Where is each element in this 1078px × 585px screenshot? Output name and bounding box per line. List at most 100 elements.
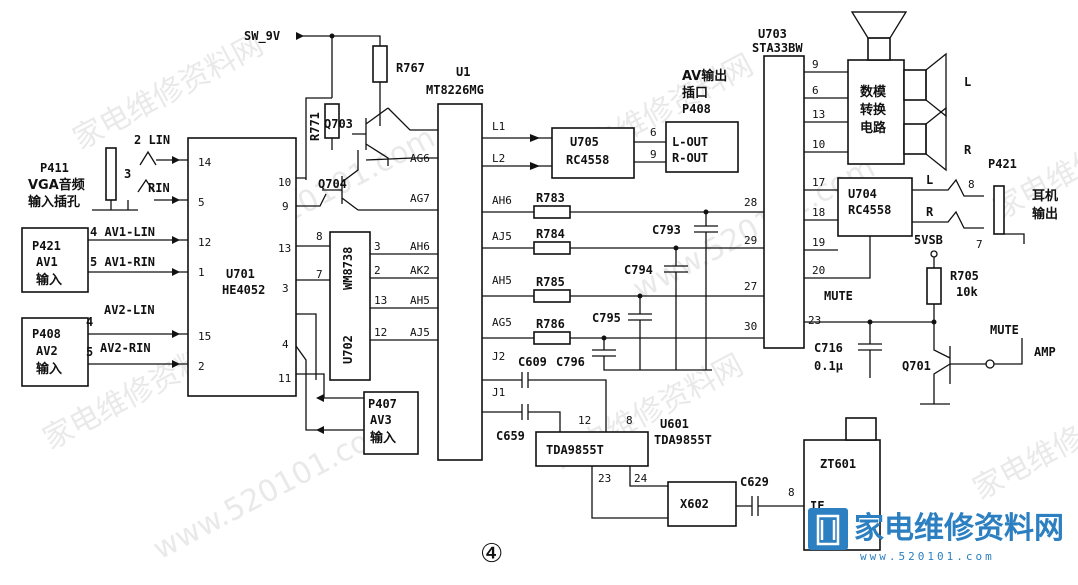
p411-pin3: 3 [124, 167, 131, 181]
wire-ag6 [365, 157, 438, 161]
u701-pin9: 9 [282, 200, 289, 213]
u703-pin28: 28 [744, 196, 757, 209]
dac-box [847, 59, 905, 165]
u701-pin4: 4 [282, 338, 289, 351]
c716-symbol [858, 322, 882, 378]
node-c795 [637, 293, 643, 299]
p421hp-label1: 耳机 [1032, 188, 1058, 204]
u703-pin18: 18 [812, 206, 825, 219]
u1-pin-ah6r: AH6 [492, 194, 512, 207]
r786-body [533, 331, 571, 345]
arrow-rin [172, 196, 180, 204]
p421-lin: 4 AV1-LIN [90, 225, 155, 239]
p408in-lin: AV2-LIN [104, 303, 155, 317]
q704-symbol [322, 150, 359, 211]
wire-u704-l [912, 178, 984, 197]
wire-q704 [296, 177, 438, 211]
u703-pin20: 20 [812, 264, 825, 277]
mute2-label: MUTE [990, 323, 1019, 337]
u703-pin23: 23 [808, 314, 821, 327]
c609-symbol [482, 372, 607, 432]
r767-body [372, 45, 388, 83]
p421-rin: 5 AV1-RIN [90, 255, 155, 269]
wire-mute [804, 304, 935, 323]
p408in-name: AV2 [36, 344, 58, 358]
arrow-av3-b [316, 426, 324, 434]
u704-p8: 8 [968, 178, 975, 191]
vsb5-terminal [930, 250, 938, 258]
u601-boxpart: TDA9855T [546, 443, 604, 457]
u1-pin-ah5: AH5 [410, 294, 430, 307]
p411-label1: VGA音频 [28, 177, 85, 193]
r784-body [533, 241, 571, 255]
c793-label: C793 [652, 223, 681, 237]
node-c794 [673, 245, 679, 251]
r705-value: 10k [956, 285, 978, 299]
u705-box [551, 127, 635, 179]
p407-ref: P407 [368, 397, 397, 411]
dac-l: L [964, 75, 971, 89]
p407-name: AV3 [370, 413, 392, 427]
u1-part: MT8226MG [426, 83, 484, 97]
u702-pin12: 12 [374, 326, 387, 339]
q704-label: Q704 [318, 177, 347, 191]
u703-pin9: 9 [812, 58, 819, 71]
arrow-av3-a [316, 394, 324, 402]
u703-pin17: 17 [812, 176, 825, 189]
u701-pin1: 1 [198, 266, 205, 279]
q703-symbol [352, 107, 389, 166]
u703-pin29: 29 [744, 234, 757, 247]
p421-in-box [21, 227, 89, 293]
x602-box [667, 481, 737, 527]
u702-pin3: 3 [374, 240, 381, 253]
r785-body [533, 289, 571, 303]
u703-pin6: 6 [812, 84, 819, 97]
mute-label: MUTE [824, 289, 853, 303]
u1-pin-ag7: AG7 [410, 192, 430, 205]
u1-pin-ag5: AG5 [492, 316, 512, 329]
u601-box [535, 431, 649, 467]
u705-pin9: 9 [650, 148, 657, 161]
logo-sub: www.520101.com [860, 550, 995, 563]
u1-pin-l1: L1 [492, 120, 505, 133]
wire-mute-amp [994, 338, 1023, 365]
wire-u701-u702 [296, 245, 330, 380]
arrow-av2-lin [172, 330, 180, 338]
u702-pin2: 2 [374, 264, 381, 277]
p408in-rin: AV2-RIN [100, 341, 151, 355]
u601-ref: U601 [660, 417, 689, 431]
x602-ref: X602 [680, 497, 709, 511]
p421hp-label2: 输出 [1032, 206, 1058, 222]
arrow-sw9v [296, 32, 304, 40]
arrow-av2-rin [172, 360, 180, 368]
u702-ref: U702 [341, 335, 355, 364]
zt601-ref: ZT601 [820, 457, 856, 471]
u1-pin-j2: J2 [492, 350, 505, 363]
u601-pin24: 24 [634, 472, 648, 485]
wire-av3 [295, 345, 364, 431]
u1-box [437, 103, 483, 461]
wire-u702-u1 [370, 253, 438, 341]
r785-label: R785 [536, 275, 565, 289]
u701-pin14: 14 [198, 156, 212, 169]
r784-label: R784 [536, 227, 565, 241]
u705-ref: U705 [570, 135, 599, 149]
r783-label: R783 [536, 191, 565, 205]
c794-symbol [664, 248, 688, 370]
q701-label: Q701 [902, 359, 931, 373]
wire-q703-ag6 [387, 107, 438, 131]
p408-out-box [665, 121, 739, 173]
hp-jack [993, 185, 1005, 235]
c716-label: C716 [814, 341, 843, 355]
wire-u704-r [912, 210, 984, 229]
u1-pin-ah6: AH6 [410, 240, 430, 253]
p408out-lout: L-OUT [672, 135, 708, 149]
p421hp-ref: P421 [988, 157, 1017, 171]
u701-pin12: 12 [198, 236, 211, 249]
u704-l: L [926, 173, 933, 187]
u703-pin30: 30 [744, 320, 757, 333]
u702-pin8: 8 [316, 230, 323, 243]
p408in-ref: P408 [32, 327, 61, 341]
zt601-tab [845, 417, 877, 441]
